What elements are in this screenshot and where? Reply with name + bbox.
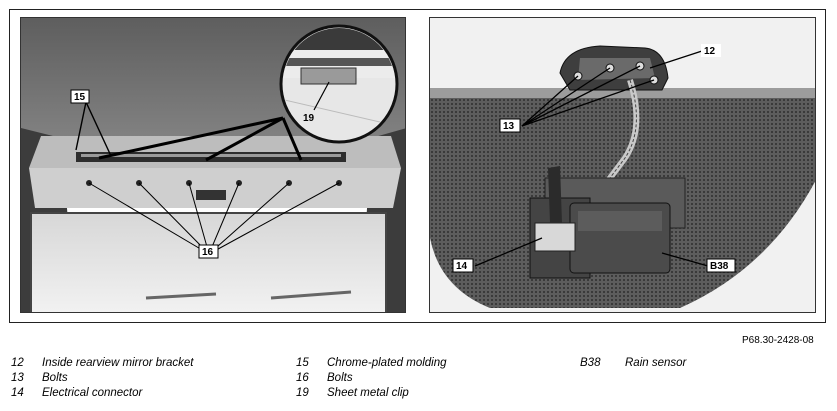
callout-12: 12 — [704, 46, 716, 57]
callout-13: 13 — [503, 121, 515, 132]
photo-rain-sensor: 12 13 14 B38 — [429, 17, 816, 313]
callout-14: 14 — [456, 261, 468, 272]
illustration-right: 12 13 14 B38 — [430, 18, 815, 312]
callout-16: 16 — [202, 247, 214, 258]
callout-15: 15 — [74, 92, 86, 103]
illustration-left: 15 16 19 — [21, 18, 405, 312]
photo-interior-molding: 15 16 19 — [20, 17, 406, 313]
callout-19: 19 — [303, 113, 315, 124]
figure-frame: 15 16 19 — [9, 9, 826, 323]
callout-B38: B38 — [710, 261, 729, 272]
figure-reference: P68.30-2428-08 — [742, 335, 814, 346]
